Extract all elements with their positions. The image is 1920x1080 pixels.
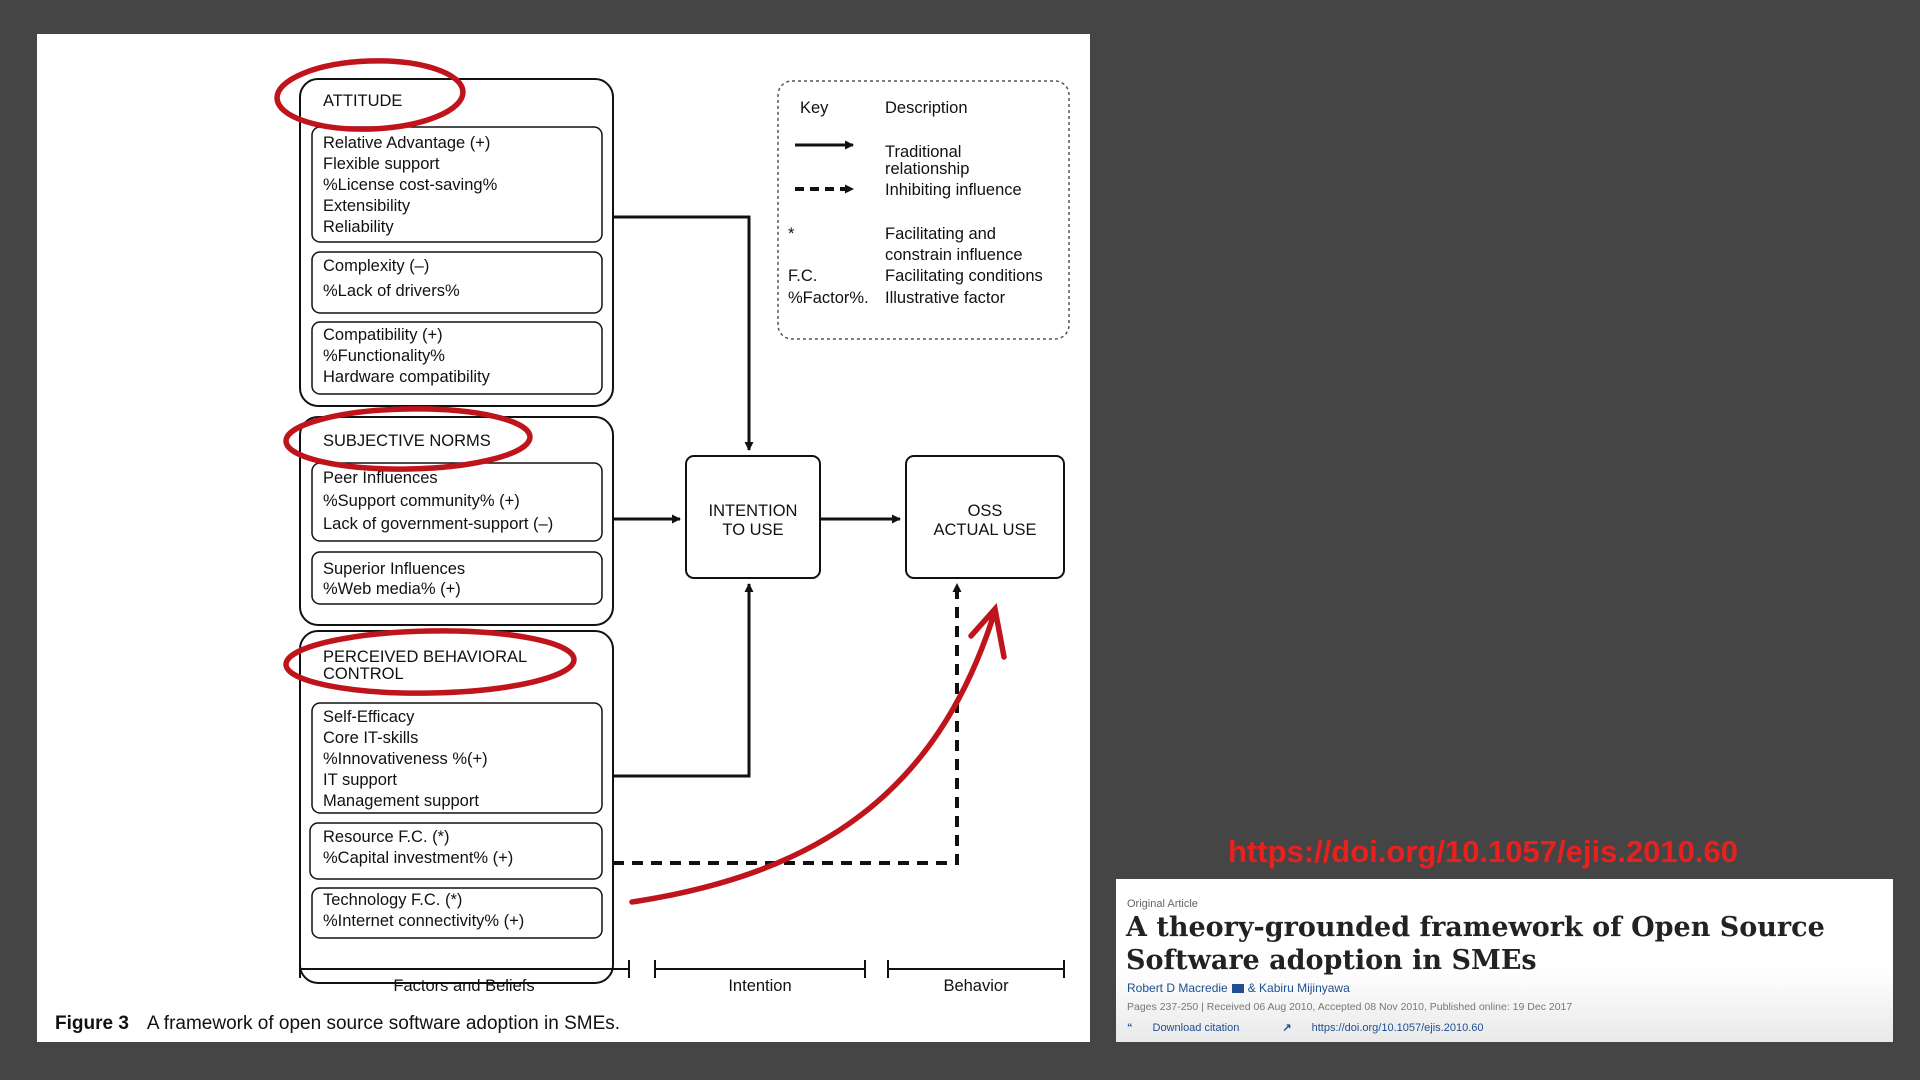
- figure-caption: Figure 3 A framework of open source softw…: [55, 1013, 620, 1035]
- attitude-highlight-circle: [274, 58, 466, 132]
- pbc-factor: Self-Efficacy: [323, 708, 415, 726]
- author-link[interactable]: Robert D Macredie: [1127, 981, 1228, 995]
- key-description-header: Description: [885, 99, 968, 117]
- download-citation-label: Download citation: [1152, 1022, 1240, 1034]
- attitude-factor: %Functionality%: [323, 347, 445, 365]
- key-header: Key: [800, 99, 829, 117]
- attitude-factor: Relative Advantage (+): [323, 134, 490, 152]
- attitude-factor: Compatibility (+): [323, 326, 443, 344]
- attitude-factor: %License cost-saving%: [323, 176, 498, 194]
- control-to-intention-arrow: [613, 583, 754, 778]
- attitude-group-3-box: [311, 321, 603, 395]
- subjective-norms-factor: Superior Influences: [323, 560, 465, 578]
- attitude-factor: Extensibility: [323, 197, 411, 215]
- key-traditional-line-1: Traditional: [885, 143, 961, 161]
- actual-use-box: [905, 455, 1065, 579]
- key-box: [777, 80, 1070, 340]
- subjective-norms-factor: %Support community% (+): [323, 492, 520, 510]
- article-authors: Robert D Macredie & Kabiru Mijinyawa: [1127, 981, 1350, 995]
- pbc-factor: Technology F.C. (*): [323, 891, 462, 909]
- subjective-norms-group-2-box: [311, 551, 603, 605]
- actual-use-label-line-2: ACTUAL USE: [934, 521, 1037, 539]
- pbc-group-1-box: [311, 702, 603, 814]
- key-facilitating-line-1: Facilitating and: [885, 225, 996, 243]
- attitude-factor: %Lack of drivers%: [323, 282, 460, 300]
- pbc-factor: %Innovativeness %(+): [323, 750, 488, 768]
- email-icon[interactable]: [1231, 984, 1244, 993]
- subjective-norms-outer-box: [299, 416, 614, 626]
- pbc-factor: Resource F.C. (*): [323, 828, 450, 846]
- key-inhibiting-text: Inhibiting influence: [885, 181, 1022, 199]
- key-symbol-fc: F.C.: [788, 267, 817, 285]
- attitude-factor: Complexity (–): [323, 257, 429, 275]
- pbc-factor: %Internet connectivity% (+): [323, 912, 524, 930]
- key-symbol-factor: %Factor%.: [788, 289, 869, 307]
- subjective-norms-highlight-circle: [283, 406, 533, 472]
- framework-diagram: ATTITUDE Relative Advantage (+) Flexible…: [274, 58, 1070, 995]
- quote-icon: “: [1127, 1022, 1133, 1034]
- pbc-group-2-box: [309, 822, 603, 880]
- hand-drawn-red-arrowhead: [968, 602, 1007, 660]
- pbc-title-line-1: PERCEIVED BEHAVIORAL: [323, 648, 527, 666]
- author-link[interactable]: & Kabiru Mijinyawa: [1247, 981, 1350, 995]
- phase-scale: [299, 960, 1065, 978]
- external-link-icon: ↗: [1282, 1022, 1292, 1034]
- attitude-factor: Reliability: [323, 218, 394, 236]
- key-factor-description: Illustrative factor: [885, 289, 1006, 307]
- inhibiting-influence-arrow: [613, 583, 962, 865]
- phase-label-intention: Intention: [728, 977, 791, 995]
- intention-label-line-1: INTENTION: [709, 502, 798, 520]
- phase-label-factors: Factors and Beliefs: [393, 977, 534, 995]
- attitude-factor: Flexible support: [323, 155, 440, 173]
- subjective-norms-factor: Lack of government-support (–): [323, 515, 553, 533]
- subjective-norms-factor: Peer Influences: [323, 469, 438, 487]
- attitude-group-1-box: [311, 126, 603, 243]
- hand-drawn-red-arrow: [629, 611, 997, 905]
- pbc-factor: Management support: [323, 792, 479, 810]
- phase-label-behavior: Behavior: [943, 977, 1009, 995]
- intention-box: [685, 455, 821, 579]
- attitude-to-intention-arrow: [613, 215, 754, 451]
- attitude-group-2-box: [311, 251, 603, 314]
- download-citation-link[interactable]: “ Download citation: [1127, 1022, 1259, 1034]
- pbc-factor: %Capital investment% (+): [323, 849, 513, 867]
- attitude-factor: Hardware compatibility: [323, 368, 491, 386]
- actual-use-label-line-1: OSS: [968, 502, 1003, 520]
- intention-label-line-2: TO USE: [722, 521, 783, 539]
- pbc-highlight-circle: [283, 628, 577, 696]
- article-type: Original Article: [1127, 898, 1198, 910]
- figure-panel: ATTITUDE Relative Advantage (+) Flexible…: [37, 34, 1090, 1042]
- attitude-title: ATTITUDE: [323, 92, 402, 110]
- key-fc-description: Facilitating conditions: [885, 267, 1043, 285]
- figure-caption-text: A framework of open source software adop…: [146, 1013, 621, 1034]
- subjective-norms-title: SUBJECTIVE NORMS: [323, 432, 491, 450]
- article-card: Original Article A theory-grounded frame…: [1116, 879, 1893, 1042]
- article-actions: “ Download citation ↗ https://doi.org/10.1…: [1127, 1021, 1523, 1034]
- pbc-title-line-2: CONTROL: [323, 665, 404, 683]
- pbc-factor: Core IT-skills: [323, 729, 418, 747]
- doi-link[interactable]: https://doi.org/10.1057/ejis.2010.60: [1228, 834, 1739, 869]
- subjective-norms-group-1-box: [311, 462, 603, 542]
- key-traditional-line-2: relationship: [885, 160, 969, 178]
- article-doi-label: https://doi.org/10.1057/ejis.2010.60: [1311, 1022, 1484, 1034]
- article-doi-link[interactable]: ↗ https://doi.org/10.1057/ejis.2010.60: [1282, 1022, 1503, 1034]
- article-title[interactable]: A theory-grounded framework of Open Sour…: [1126, 912, 1825, 976]
- subjective-norms-factor: %Web media% (+): [323, 580, 461, 598]
- key-symbol-asterisk: *: [788, 225, 795, 243]
- pbc-factor: IT support: [323, 771, 397, 789]
- article-meta: Pages 237-250 | Received 06 Aug 2010, Ac…: [1127, 1001, 1573, 1013]
- pbc-group-3-box: [311, 887, 603, 939]
- figure-caption-label: Figure 3: [55, 1013, 129, 1034]
- key-facilitating-line-2: constrain influence: [885, 246, 1023, 264]
